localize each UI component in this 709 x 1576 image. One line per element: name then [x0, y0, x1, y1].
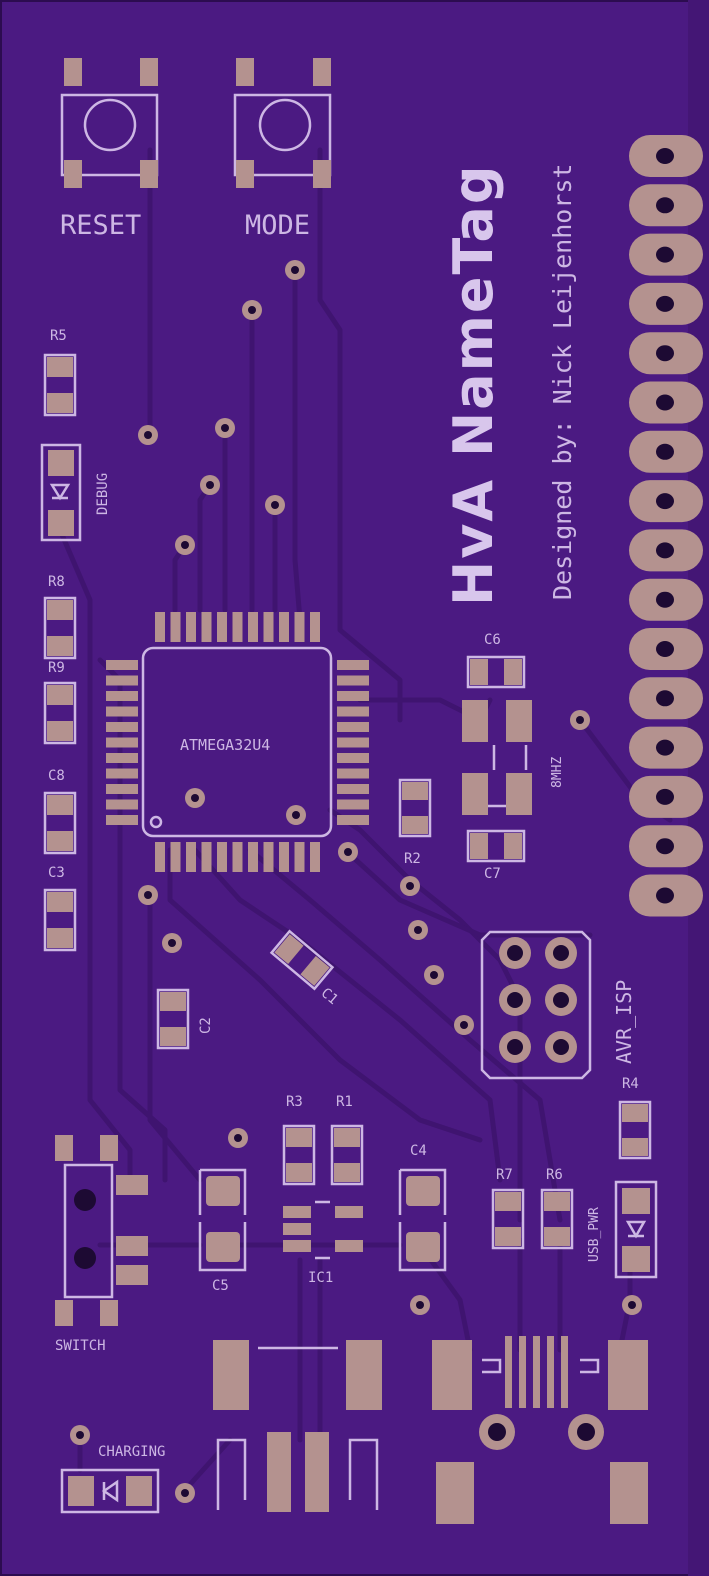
mcu-pin: [337, 784, 369, 794]
mcu-pin: [106, 706, 138, 717]
debug-label: DEBUG: [95, 472, 111, 515]
r5-label: R5: [50, 328, 67, 344]
mode-label: MODE: [245, 210, 311, 241]
mcu-pin: [337, 753, 369, 763]
c8-label: C8: [48, 768, 65, 784]
header-hole: [656, 591, 674, 608]
r9-label: R9: [48, 660, 65, 676]
mcu-pin: [337, 815, 369, 825]
header-hole: [656, 493, 674, 510]
mcu-pin: [217, 612, 227, 642]
mcu-pin: [279, 612, 289, 642]
mcu-pin: [232, 842, 243, 872]
mcu-pin: [106, 737, 138, 748]
mcu-pin: [186, 842, 196, 872]
r8-label: R8: [48, 574, 65, 590]
mcu-pin: [294, 842, 305, 872]
mcu-pin: [337, 706, 369, 717]
header-hole: [656, 295, 674, 312]
mcu-pin: [106, 660, 138, 670]
mcu-pin: [248, 612, 258, 642]
mcu-pin: [106, 675, 138, 686]
crystal-label: 8MHZ: [550, 756, 565, 788]
mcu-pin: [106, 784, 138, 794]
mcu-pin: [201, 612, 212, 642]
mcu-pin: [186, 612, 196, 642]
avr-isp-label: AVR_ISP: [612, 979, 636, 1064]
header-hole: [656, 788, 674, 805]
header-hole: [656, 197, 674, 214]
mcu-pin: [217, 842, 227, 872]
mcu-pin: [106, 815, 138, 825]
r6-label: R6: [546, 1167, 563, 1183]
c7-label: C7: [484, 866, 501, 882]
charging-label: CHARGING: [98, 1444, 166, 1460]
r2-label: R2: [404, 851, 421, 867]
c6-label: C6: [484, 632, 501, 648]
mcu-pin: [155, 842, 165, 872]
header-hole: [656, 148, 674, 164]
header-hole: [656, 542, 674, 559]
header-hole: [656, 345, 674, 362]
c5-label: C5: [212, 1278, 229, 1294]
mcu-pin: [106, 722, 138, 732]
header-hole: [656, 887, 674, 904]
mcu-label: ATMEGA32U4: [180, 736, 271, 754]
header-hole: [656, 838, 674, 855]
mcu-pin: [337, 675, 369, 686]
mcu-pin: [232, 612, 243, 642]
mcu-pin: [106, 799, 138, 810]
c4-label: C4: [410, 1143, 427, 1159]
mcu-pin: [337, 722, 369, 732]
header-hole: [656, 394, 674, 411]
mcu-pin: [279, 842, 289, 872]
mcu-pin: [337, 691, 369, 701]
board-title: HvA NameTag: [442, 163, 505, 606]
mcu-pin: [337, 768, 369, 779]
header-hole: [656, 690, 674, 707]
mcu-pin: [337, 660, 369, 670]
switch-label: SWITCH: [55, 1338, 106, 1354]
mcu-pin: [337, 799, 369, 810]
mcu-pin: [170, 612, 181, 642]
mcu-pin: [170, 842, 181, 872]
designer-credit: Designed by: Nick Leijenhorst: [548, 163, 577, 601]
mcu-pin: [201, 842, 212, 872]
header-hole: [656, 641, 674, 657]
mcu-pin: [106, 753, 138, 763]
mcu-pin: [310, 842, 320, 872]
mcu-pin: [310, 612, 320, 642]
mcu-pin: [155, 612, 165, 642]
mcu-pin: [263, 612, 274, 642]
r7-label: R7: [496, 1167, 513, 1183]
reset-label: RESET: [60, 210, 142, 241]
usb-pwr-label: USB_PWR: [587, 1207, 602, 1262]
mcu-pin: [294, 612, 305, 642]
mcu-pin: [106, 691, 138, 701]
header-hole: [656, 739, 674, 756]
mcu-pin: [337, 737, 369, 748]
header-hole: [656, 246, 674, 263]
r3-label: R3: [286, 1094, 303, 1110]
r1-label: R1: [336, 1094, 353, 1110]
c3-label: C3: [48, 865, 65, 881]
ic1-label: IC1: [308, 1270, 334, 1286]
header-hole: [656, 443, 674, 460]
mcu-pin: [106, 768, 138, 779]
r4-label: R4: [622, 1076, 639, 1092]
mcu-pin: [248, 842, 258, 872]
mcu-pin: [263, 842, 274, 872]
c2-label: C2: [198, 1017, 214, 1034]
